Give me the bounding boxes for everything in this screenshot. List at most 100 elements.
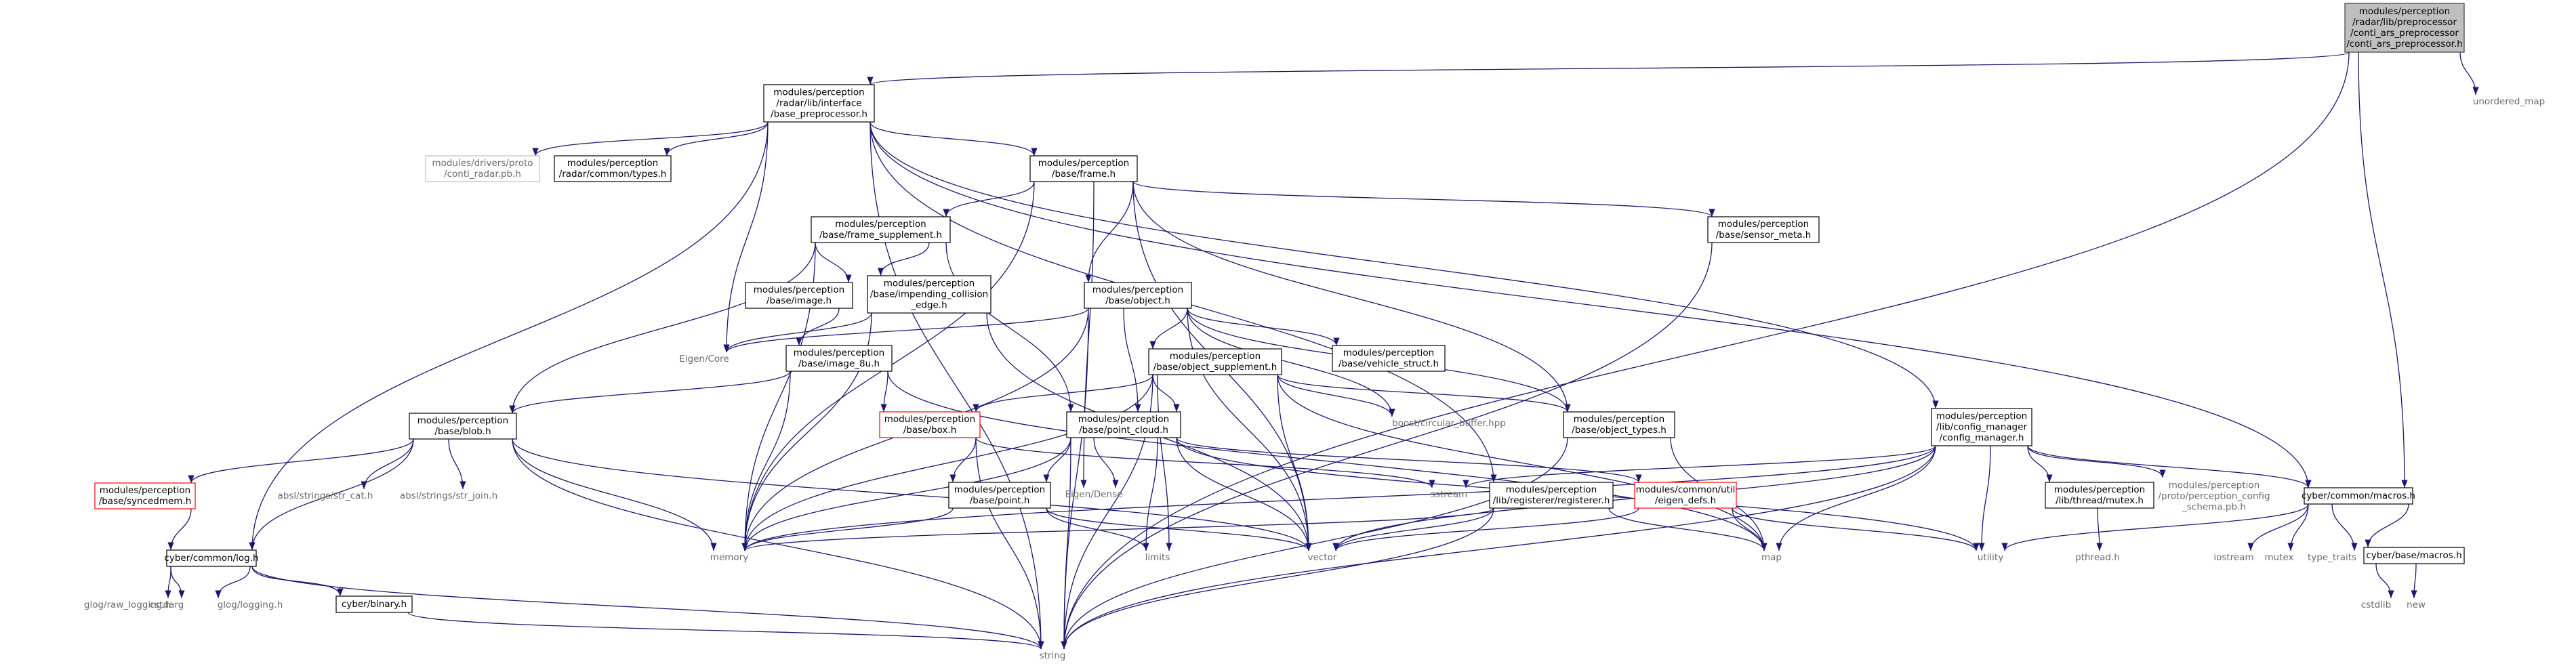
edge-eigen-defs-to-utility bbox=[1732, 507, 1980, 551]
node-eigen-dense-label-0: Eigen/Dense bbox=[1065, 489, 1123, 500]
node-config-manager[interactable]: modules/perception/lib/config_manager/co… bbox=[1931, 408, 2032, 446]
edge-cyber-base-macros-to-cstdlib bbox=[2375, 563, 2394, 599]
node-sstream[interactable]: sstream bbox=[1431, 489, 1467, 500]
node-root[interactable]: modules/perception/radar/lib/preprocesso… bbox=[2344, 3, 2465, 53]
node-point[interactable]: modules/perception/base/point.h bbox=[948, 482, 1051, 509]
node-root-label-0: modules/perception bbox=[2359, 6, 2450, 17]
node-object-supplement-label-1: /base/object_supplement.h bbox=[1153, 362, 1277, 373]
node-utility[interactable]: utility bbox=[1978, 552, 2003, 563]
node-cyber-log[interactable]: cyber/common/log.h bbox=[164, 549, 259, 567]
node-impending-label-1: /base/impending_collision bbox=[870, 289, 988, 300]
node-cyber-binary-box bbox=[335, 595, 413, 613]
edge-point-cloud-to-eigen-defs bbox=[1176, 437, 1642, 483]
node-cstdlib[interactable]: cstdlib bbox=[2361, 600, 2391, 610]
node-sensor-meta[interactable]: modules/perception/base/sensor_meta.h bbox=[1707, 216, 1820, 243]
edge-point-to-vector bbox=[1046, 507, 1312, 551]
node-object-types-box bbox=[1563, 411, 1675, 438]
node-cyber-log-box bbox=[166, 549, 257, 567]
edge-impending-to-eigen-core bbox=[723, 312, 872, 353]
node-box[interactable]: modules/perception/base/box.h bbox=[879, 411, 981, 438]
edge-point-cloud-to-point bbox=[1043, 437, 1071, 483]
edge-syncedmem-to-cyber-log bbox=[167, 508, 192, 551]
node-cstdarg[interactable]: cstdarg bbox=[150, 600, 184, 610]
edge-config-manager-to-string bbox=[1061, 445, 1936, 650]
node-mutex[interactable]: mutex bbox=[2264, 552, 2293, 563]
edge-config-manager-to-thread-mutex bbox=[2027, 445, 2053, 483]
node-impending[interactable]: modules/perception/base/impending_collis… bbox=[867, 275, 991, 314]
node-str-cat[interactable]: absl/strings/str_cat.h bbox=[278, 490, 373, 501]
node-radar-types[interactable]: modules/perception/radar/common/types.h bbox=[554, 155, 672, 182]
node-image-label-1: /base/image.h bbox=[766, 295, 832, 306]
node-circular-buffer[interactable]: boost/circular_buffer.hpp bbox=[1392, 418, 1506, 429]
node-eigen-core[interactable]: Eigen/Core bbox=[679, 354, 729, 364]
edge-registerer-to-memory bbox=[741, 507, 1494, 551]
node-image-8u-label-1: /base/image_8u.h bbox=[798, 358, 880, 369]
node-point-label-1: /base/point.h bbox=[970, 495, 1030, 506]
node-cyber-base-macros-box bbox=[2363, 547, 2465, 564]
node-image-8u[interactable]: modules/perception/base/image_8u.h bbox=[785, 345, 893, 372]
node-point-cloud-label-0: modules/perception bbox=[1078, 414, 1169, 425]
edge-object-to-eigen-core bbox=[723, 308, 1089, 353]
node-syncedmem[interactable]: modules/perception/base/syncedmem.h bbox=[94, 482, 196, 509]
node-glog-logging-label-0: glog/logging.h bbox=[218, 600, 283, 610]
node-limits[interactable]: limits bbox=[1145, 552, 1170, 563]
node-radar-types-label-1: /radar/common/types.h bbox=[559, 169, 667, 180]
edge-frame-supplement-to-blob bbox=[509, 242, 816, 414]
node-frame-supplement[interactable]: modules/perception/base/frame_supplement… bbox=[811, 216, 951, 243]
node-new-label-0: new bbox=[2407, 600, 2426, 610]
node-glog-raw-logging[interactable]: glog/raw_logging.h bbox=[84, 600, 171, 610]
node-memory[interactable]: memory bbox=[710, 552, 748, 563]
node-eigen-dense[interactable]: Eigen/Dense bbox=[1065, 489, 1123, 500]
edge-config-manager-to-utility bbox=[1978, 445, 1991, 551]
node-vehicle-struct[interactable]: modules/perception/base/vehicle_struct.h bbox=[1332, 345, 1446, 372]
node-glog-logging[interactable]: glog/logging.h bbox=[218, 600, 283, 610]
node-str-join[interactable]: absl/strings/str_join.h bbox=[400, 490, 497, 501]
edge-cyber-log-to-glog-logging bbox=[215, 566, 251, 599]
node-vehicle-struct-label-1: /base/vehicle_struct.h bbox=[1338, 358, 1439, 369]
edge-cyber-macros-to-iostream bbox=[2247, 503, 2309, 551]
node-pthread[interactable]: pthread.h bbox=[2075, 552, 2120, 563]
node-cyber-macros[interactable]: cyber/common/macros.h bbox=[2302, 487, 2415, 505]
node-blob[interactable]: modules/perception/base/blob.h bbox=[409, 413, 517, 440]
node-eigen-core-label-0: Eigen/Core bbox=[679, 354, 729, 364]
edge-config-manager-to-cyber-macros bbox=[2027, 445, 2312, 488]
edge-frame-supplement-to-image bbox=[815, 242, 852, 283]
node-cyber-binary[interactable]: cyber/binary.h bbox=[335, 595, 413, 613]
node-frame[interactable]: modules/perception/base/frame.h bbox=[1029, 155, 1138, 182]
node-point-cloud-box bbox=[1066, 411, 1181, 438]
node-map[interactable]: map bbox=[1761, 552, 1782, 563]
edge-cyber-log-to-glog-raw-logging bbox=[165, 566, 171, 599]
node-sensor-meta-box bbox=[1707, 216, 1820, 243]
node-string[interactable]: string bbox=[1040, 650, 1066, 661]
node-base-preprocessor[interactable]: modules/perception/radar/lib/interface/b… bbox=[763, 84, 875, 123]
node-registerer[interactable]: modules/perception/lib/registerer/regist… bbox=[1489, 482, 1614, 509]
node-object[interactable]: modules/perception/base/object.h bbox=[1084, 282, 1192, 309]
node-cyber-base-macros[interactable]: cyber/base/macros.h bbox=[2363, 547, 2465, 564]
node-object-types[interactable]: modules/perception/base/object_types.h bbox=[1563, 411, 1675, 438]
edge-eigen-defs-to-vector bbox=[1332, 507, 1639, 551]
edge-object-supplement-to-memory bbox=[741, 374, 1153, 551]
edge-base-preprocessor-to-radar-types bbox=[663, 121, 769, 156]
edge-cyber-log-to-cyber-binary bbox=[251, 566, 344, 597]
node-root-label-1: /radar/lib/preprocessor bbox=[2352, 17, 2457, 28]
edge-cyber-log-to-string bbox=[251, 566, 1044, 650]
node-image[interactable]: modules/perception/base/image.h bbox=[745, 282, 853, 309]
node-eigen-defs[interactable]: modules/common/util/eigen_defs.h bbox=[1634, 482, 1737, 509]
node-perception-config-pb-label-0: modules/perception bbox=[2169, 480, 2260, 491]
node-iostream[interactable]: iostream bbox=[2213, 552, 2253, 563]
node-thread-mutex[interactable]: modules/perception/lib/thread/mutex.h bbox=[2045, 482, 2154, 509]
edge-object-to-circular-buffer bbox=[1187, 308, 1395, 417]
node-impending-label-2: _edge.h bbox=[910, 300, 947, 311]
node-point-cloud[interactable]: modules/perception/base/point_cloud.h bbox=[1066, 411, 1181, 438]
node-vector[interactable]: vector bbox=[1308, 552, 1337, 563]
node-perception-config-pb[interactable]: modules/perception/proto/perception_conf… bbox=[2158, 480, 2270, 513]
node-object-supplement[interactable]: modules/perception/base/object_supplemen… bbox=[1148, 348, 1282, 375]
node-unordered-map[interactable]: unordered_map bbox=[2473, 96, 2545, 107]
edge-root-to-unordered-map bbox=[2459, 51, 2479, 96]
edge-object-supplement-to-vector bbox=[1277, 374, 1312, 551]
node-new[interactable]: new bbox=[2407, 600, 2426, 610]
node-eigen-defs-label-0: modules/common/util bbox=[1636, 484, 1736, 495]
node-type-traits[interactable]: type_traits bbox=[2308, 552, 2356, 563]
node-conti-radar-pb[interactable]: modules/drivers/proto/conti_radar.pb.h bbox=[425, 155, 540, 182]
edge-object-to-string bbox=[1061, 308, 1089, 650]
